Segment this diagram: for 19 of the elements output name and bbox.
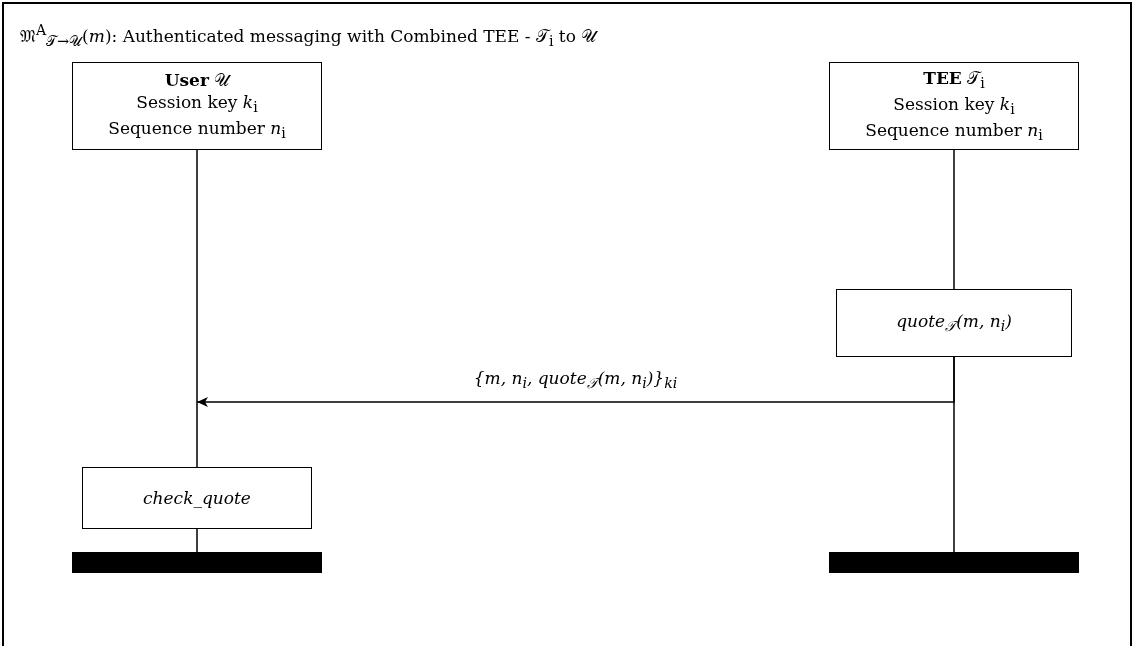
action-box bbox=[836, 289, 1072, 357]
participant-detail: Session key k$_{i}$ bbox=[136, 91, 258, 118]
lifeline-end-bar bbox=[829, 552, 1079, 573]
action-text: check_quote bbox=[143, 486, 251, 510]
message-arrow bbox=[196, 356, 955, 407]
participant-box bbox=[72, 62, 322, 150]
lifeline bbox=[196, 149, 198, 468]
lifeline-end-bar bbox=[72, 552, 322, 573]
action-text: quote$_{𝒯}$(m, n$_{i}$) bbox=[896, 310, 1012, 336]
participant-detail: Sequence number n$_{i}$ bbox=[865, 118, 1043, 145]
participant-name: TEE 𝒯$_{i}$ bbox=[923, 67, 985, 94]
participant-detail: Sequence number n$_{i}$ bbox=[108, 117, 286, 143]
participant-detail: Session key k$_{i}$ bbox=[893, 93, 1015, 119]
participant-name: User 𝒰 bbox=[164, 69, 230, 92]
lifeline bbox=[953, 149, 955, 290]
action-box bbox=[82, 467, 312, 529]
diagram-title: 𝔐$^{A}$$_{𝒯→𝒰}$(m): Authenticated messaging with Combined TEE - 𝒯$_{i}$ to 𝒰 bbox=[20, 22, 597, 51]
participant-box bbox=[829, 62, 1079, 150]
lifeline bbox=[196, 528, 198, 553]
